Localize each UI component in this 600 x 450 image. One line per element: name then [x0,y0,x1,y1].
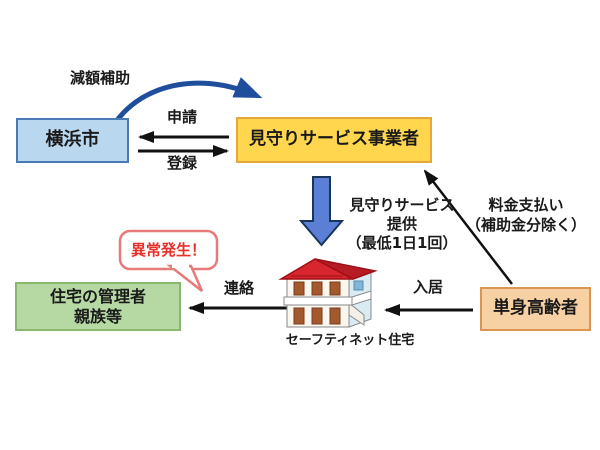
label-safety-net-housing: セーフティネット住宅 [285,333,415,348]
node-provider-label: 見守りサービス事業者 [249,129,419,150]
payment-arrow [423,169,513,285]
label-registration: 登録 [166,154,197,172]
node-manager-label-line2: 親族等 [73,306,122,326]
label-service-line2: 提供 [386,214,417,233]
node-service-provider: 見守りサービス事業者 [236,117,432,163]
node-housing-manager: 住宅の管理者 親族等 [15,282,181,331]
label-application: 申請 [166,108,197,126]
node-yokohama-label: 横浜市 [45,129,100,151]
label-contact: 連絡 [223,279,254,297]
label-service-provision: 見守りサービス 提供 （最低1日1回） [336,196,468,252]
label-fee-payment: 料金支払い （補助金分除く） [455,196,597,235]
label-service-line1: 見守りサービス [349,196,455,214]
label-subsidy: 減額補助 [69,69,130,87]
alert-speech-bubble [118,229,219,292]
node-single-elderly: 単身高齢者 [480,287,591,331]
node-yokohama-city: 横浜市 [16,118,129,163]
label-alert-occurred: 異常発生！ [130,241,206,259]
service-block-arrow [298,176,345,247]
label-payment-line1: 料金支払い [488,196,564,214]
label-payment-line2: （補助金分除く） [465,215,586,234]
label-move-in: 入居 [412,278,443,296]
node-manager-label-line1: 住宅の管理者 [49,286,146,306]
label-service-line3: （最低1日1回） [346,233,458,252]
house-illustration [278,258,378,328]
node-elderly-label: 単身高齢者 [493,298,578,319]
